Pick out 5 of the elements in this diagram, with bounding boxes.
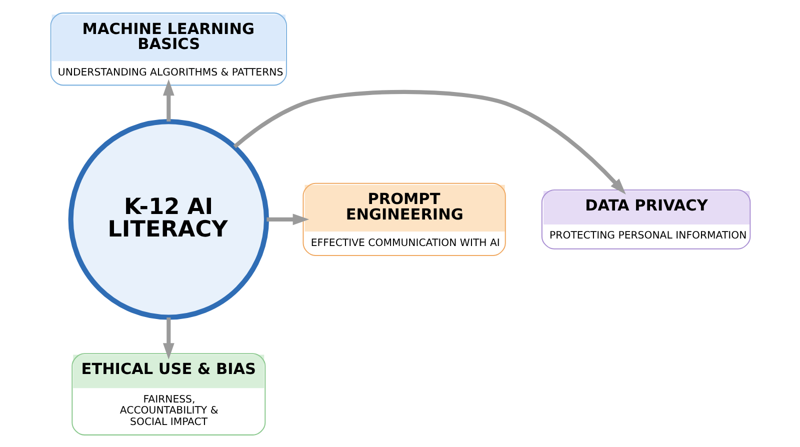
- node-circle: K-12 AI LITERACY: [68, 118, 269, 320]
- arrow: [266, 213, 309, 225]
- arrow: [162, 316, 174, 359]
- arrow: [232, 89, 626, 194]
- arrow: [162, 78, 174, 121]
